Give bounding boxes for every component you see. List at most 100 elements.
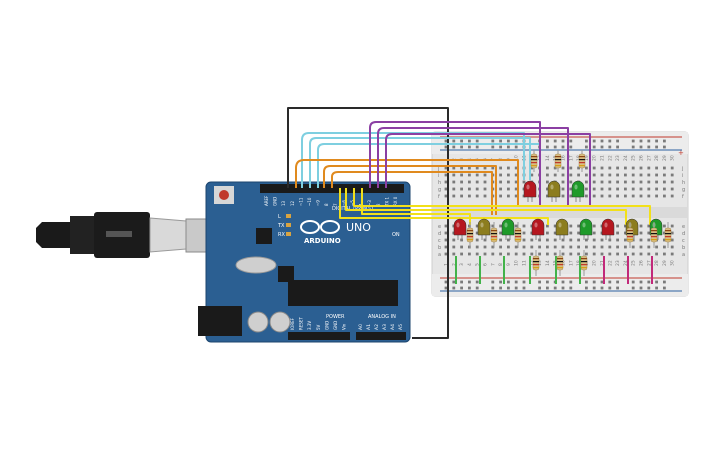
led xyxy=(601,218,615,240)
breadboard-hole xyxy=(608,252,612,256)
breadboard-hole xyxy=(468,224,471,228)
breadboard-hole xyxy=(499,224,502,228)
led xyxy=(453,218,467,240)
rail-hole xyxy=(460,139,463,143)
breadboard-hole xyxy=(577,231,580,235)
breadboard-hole xyxy=(663,224,666,228)
resistor xyxy=(578,150,586,172)
breadboard-row-letter: f xyxy=(438,194,440,200)
rail-hole xyxy=(616,280,619,284)
breadboard-hole xyxy=(655,252,658,256)
rail-hole xyxy=(460,145,463,149)
breadboard-hole xyxy=(546,173,549,177)
breadboard-hole xyxy=(639,231,643,235)
breadboard-hole xyxy=(553,238,557,242)
breadboard-hole xyxy=(639,187,643,191)
digital-pin-label: ~5 xyxy=(350,200,355,206)
power-pin-label: IOREF xyxy=(290,317,295,330)
breadboard-hole xyxy=(553,173,557,177)
breadboard-hole xyxy=(608,245,612,249)
rail-hole xyxy=(522,280,526,284)
breadboard-hole xyxy=(514,180,518,184)
breadboard-column-number: 24 xyxy=(623,260,629,266)
rail-hole xyxy=(452,139,456,143)
rail-hole xyxy=(468,139,471,143)
resistor xyxy=(532,250,540,276)
wire-pin11-cyan xyxy=(309,137,531,188)
rail-hole xyxy=(553,145,557,149)
reset-button[interactable] xyxy=(219,190,229,200)
rail-hole xyxy=(538,286,541,290)
rail-hole xyxy=(639,280,643,284)
breadboard-hole xyxy=(507,238,510,242)
breadboard-column-number: 14 xyxy=(545,155,551,161)
breadboard-hole xyxy=(475,180,479,184)
rail-hole xyxy=(514,286,518,290)
breadboard-hole xyxy=(569,187,573,191)
breadboard-row-letter: g xyxy=(438,187,441,193)
power-pin-label: RESET xyxy=(299,317,304,330)
board-led-label: TX xyxy=(277,223,285,229)
breadboard-hole xyxy=(444,166,448,170)
breadboard-hole xyxy=(655,166,658,170)
breadboard-hole xyxy=(530,173,534,177)
rail-hole xyxy=(561,286,565,290)
breadboard-hole xyxy=(460,180,463,184)
rail-hole xyxy=(569,145,573,149)
breadboard-hole xyxy=(468,194,471,198)
breadboard-column-number: 17 xyxy=(568,260,574,266)
breadboard-hole xyxy=(608,173,612,177)
breadboard-row-letter: g xyxy=(682,187,685,193)
rail-hole xyxy=(663,286,666,290)
rail-hole xyxy=(561,145,565,149)
breadboard-hole xyxy=(608,166,612,170)
breadboard-hole xyxy=(491,224,495,228)
breadboard-hole xyxy=(624,245,627,249)
breadboard-hole xyxy=(546,245,549,249)
breadboard-hole xyxy=(483,166,487,170)
digital-pin-label: TX 1 xyxy=(384,197,389,207)
power-pin-label: Vin xyxy=(342,323,347,330)
breadboard-hole xyxy=(444,224,448,228)
breadboard-hole xyxy=(663,194,666,198)
rail-hole xyxy=(631,139,635,143)
digital-pin-label: ~9 xyxy=(316,200,321,206)
breadboard-row-letter: j xyxy=(681,166,683,172)
breadboard-hole xyxy=(507,194,510,198)
resistor xyxy=(514,222,522,248)
breadboard-hole xyxy=(561,245,565,249)
breadboard-hole xyxy=(655,194,658,198)
rail-hole xyxy=(655,139,658,143)
power-jack xyxy=(198,306,242,336)
rail-hole xyxy=(546,280,549,284)
breadboard-row-letter: c xyxy=(438,238,441,244)
rail-hole xyxy=(444,280,448,284)
breadboard-hole xyxy=(639,180,643,184)
breadboard-hole xyxy=(663,231,666,235)
breadboard-hole xyxy=(452,194,456,198)
breadboard-column-number: 10 xyxy=(514,260,520,266)
breadboard-hole xyxy=(663,166,666,170)
breadboard-hole xyxy=(647,224,651,228)
breadboard-hole xyxy=(569,173,573,177)
breadboard-hole xyxy=(647,180,651,184)
rail-hole xyxy=(600,139,604,143)
breadboard-hole xyxy=(592,252,596,256)
breadboard-hole xyxy=(585,166,588,170)
breadboard-hole xyxy=(631,194,635,198)
breadboard-column-number: 25 xyxy=(631,260,637,266)
breadboard-row-letter: b xyxy=(438,245,441,251)
breadboard-hole xyxy=(624,194,627,198)
rail-hole xyxy=(569,139,573,143)
breadboard-hole xyxy=(507,180,510,184)
breadboard-hole xyxy=(468,173,471,177)
wire-pin10-cyan xyxy=(317,143,541,188)
resistor xyxy=(466,222,474,248)
breadboard-hole xyxy=(670,166,674,170)
breadboard-hole xyxy=(444,245,448,249)
breadboard-hole xyxy=(452,238,456,242)
breadboard-hole xyxy=(452,180,456,184)
breadboard-hole xyxy=(592,194,596,198)
rail-hole xyxy=(608,145,612,149)
breadboard-hole xyxy=(624,180,627,184)
